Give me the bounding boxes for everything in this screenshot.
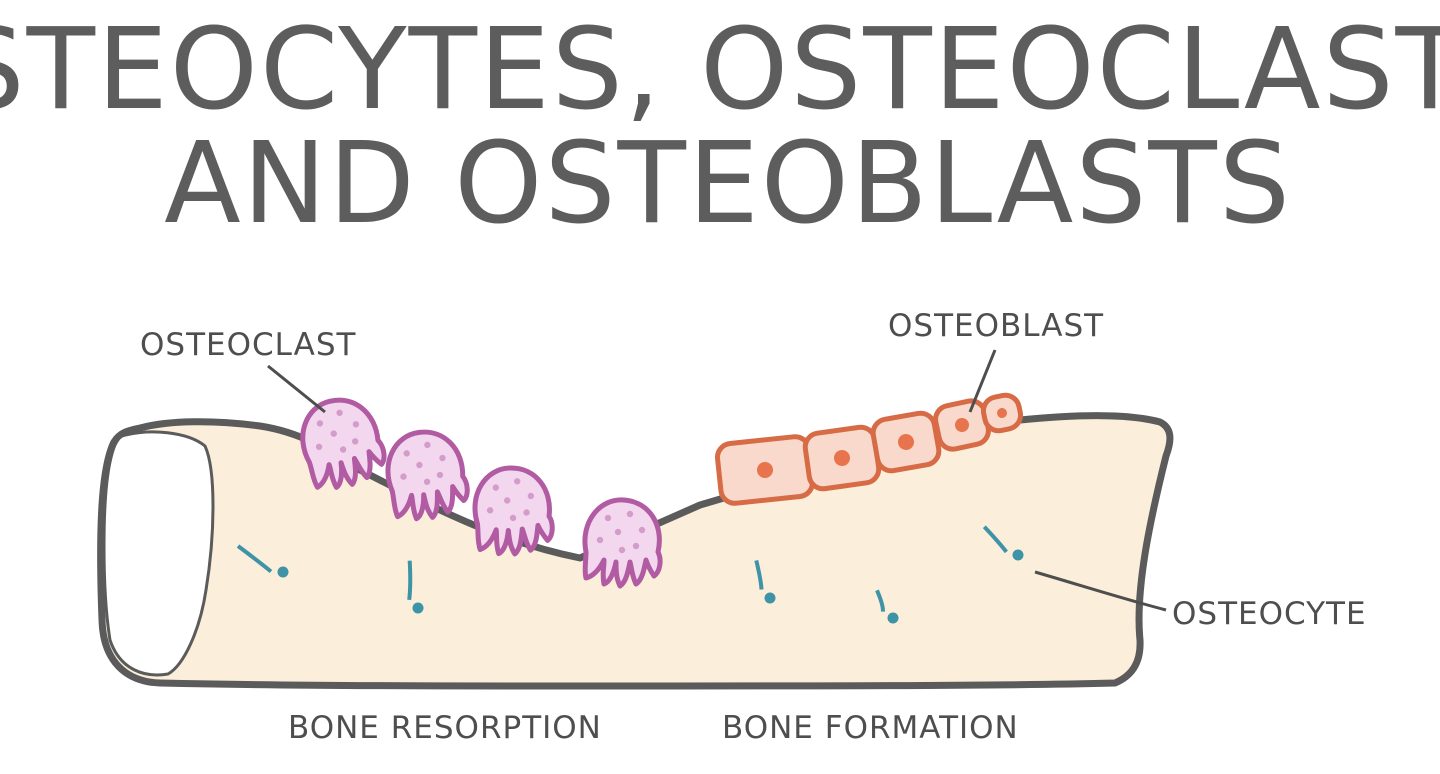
osteoclast-vesicle [316, 420, 324, 427]
osteoclast-vesicle [352, 421, 360, 428]
osteoclast-vesicle [492, 484, 499, 491]
osteoclast-vesicle [509, 514, 517, 522]
osteoclast-cell [300, 397, 387, 490]
osteoclast-vesicle [527, 492, 535, 500]
osteoclast-vesicle [403, 450, 410, 457]
title-line-2: AND OSTEOBLASTS [164, 119, 1292, 249]
osteoclast-group [300, 397, 663, 589]
osteoclast-vesicle [486, 507, 494, 514]
osteoclast-vesicle [523, 509, 530, 516]
osteocyte-cell [875, 589, 899, 624]
osteoblast-cell [870, 410, 942, 474]
osteocyte-nucleus [412, 602, 424, 614]
osteoblast-cell [715, 434, 815, 506]
osteoblast-cell [802, 424, 882, 492]
osteoclast-vesicle [339, 446, 347, 453]
label-bone-resorption: BONE RESORPTION [288, 710, 602, 746]
title-line-1: OSTEOCYTES, OSTEOCLASTS, [0, 5, 1440, 135]
osteoclast-cell [385, 429, 470, 522]
osteoclast-membrane [300, 397, 387, 490]
osteoblast-nucleus [898, 434, 914, 450]
osteocyte-nucleus [764, 592, 776, 604]
osteoclast-vesicle [400, 473, 407, 480]
osteoclast-membrane [472, 465, 555, 557]
leader-osteoclast [267, 364, 326, 414]
osteocyte-cell [407, 560, 424, 614]
osteoclast-membrane [582, 497, 663, 589]
osteocyte-cell [754, 559, 776, 604]
osteoblast-group [715, 392, 1024, 506]
osteoblast-nucleus [997, 408, 1007, 418]
osteocyte-membrane [982, 525, 1008, 554]
label-osteoblast: OSTEOBLAST [888, 308, 1104, 344]
osteoclast-vesicle [632, 542, 640, 550]
osteoblast-nucleus [757, 462, 773, 478]
osteoclast-vesicle [424, 441, 431, 449]
osteocyte-nucleus [277, 566, 289, 578]
osteoclast-cell [582, 497, 663, 589]
osteoclast-vesicle [514, 478, 521, 485]
osteoclast-vesicle [439, 454, 446, 462]
osteoblast-nucleus [834, 450, 850, 466]
osteoclast-vesicle [416, 461, 423, 469]
bone-cut-end [102, 430, 215, 677]
osteoclast-vesicle [351, 438, 359, 445]
osteocyte-membrane [236, 544, 273, 574]
osteoclast-vesicle [614, 528, 622, 536]
osteocyte-group [236, 525, 1024, 624]
osteoclast-vesicle [315, 443, 323, 450]
leader-osteoblast [968, 349, 997, 413]
osteocyte-membrane [754, 559, 764, 590]
osteocyte-cell [982, 525, 1024, 561]
osteoclast-membrane [385, 429, 470, 522]
label-osteoclast: OSTEOCLAST [140, 327, 357, 363]
osteoclast-cell [472, 465, 555, 557]
osteoclast-vesicle [604, 514, 612, 522]
osteocyte-cell [236, 544, 289, 578]
label-osteocyte: OSTEOCYTE [1172, 596, 1367, 632]
osteoclast-vesicle [330, 430, 337, 437]
osteoclast-vesicle [503, 497, 511, 504]
osteoclast-vesicle [436, 471, 444, 479]
osteoclast-vesicle [638, 526, 646, 534]
osteoclast-vesicle [336, 409, 343, 417]
osteoclast-vesicle [423, 478, 431, 485]
osteoclast-vesicle [618, 546, 626, 554]
osteoclast-vesicle [596, 536, 604, 544]
osteoblast-nucleus [955, 418, 969, 432]
osteocyte-membrane [875, 589, 885, 612]
osteocyte-nucleus [887, 612, 899, 624]
leader-osteocyte [1034, 570, 1167, 612]
osteocyte-membrane [407, 560, 413, 601]
osteoblast-cell [980, 392, 1024, 434]
osteoclast-vesicle [626, 510, 634, 518]
osteocyte-nucleus [1012, 549, 1024, 561]
label-bone-formation: BONE FORMATION [722, 710, 1019, 746]
